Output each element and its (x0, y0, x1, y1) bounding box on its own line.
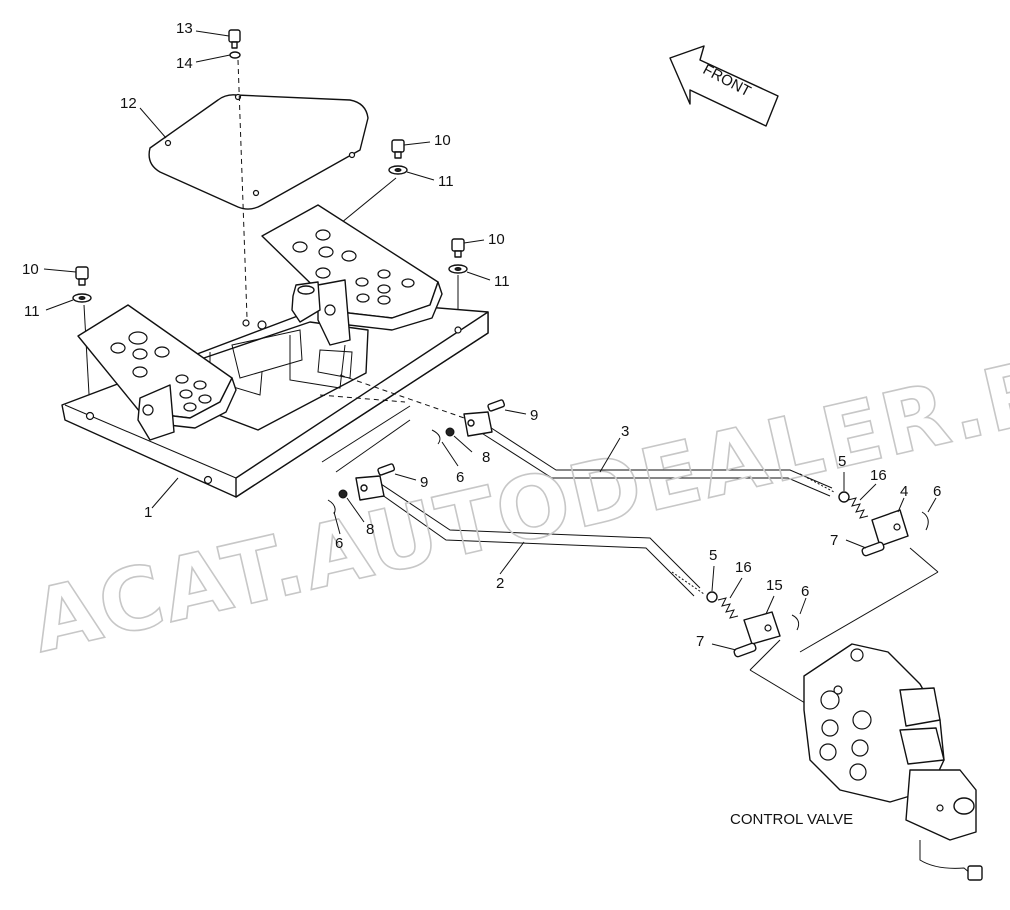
callout-6: 6 (456, 469, 464, 486)
clevis-8-upper (463, 411, 493, 437)
rod-2 (377, 481, 705, 597)
right-pedal (261, 204, 443, 346)
callout-8: 8 (482, 449, 490, 466)
nut-5-upper (838, 491, 850, 503)
callout-9: 9 (530, 407, 538, 424)
callouts: 13 14 12 10 11 10 11 10 11 1 9 9 8 8 6 6… (22, 20, 941, 650)
callout-10: 10 (22, 261, 39, 278)
rod-3 (479, 421, 835, 497)
clevis-15 (743, 611, 781, 645)
callout-6: 6 (933, 483, 941, 500)
control-valve (803, 643, 983, 881)
leader-lines (43, 30, 937, 651)
bolt-10-right (391, 139, 405, 159)
pin-7-upper (861, 541, 885, 557)
callout-2: 2 (496, 575, 504, 592)
cover-plate (148, 93, 369, 210)
callout-7: 7 (830, 532, 838, 549)
clevis-4 (871, 509, 909, 547)
callout-12: 12 (120, 95, 137, 112)
callout-10: 10 (434, 132, 451, 149)
spring-16-upper (847, 497, 869, 519)
callout-13: 13 (176, 20, 193, 37)
pin-7-lower (733, 642, 757, 658)
callout-11: 11 (24, 303, 40, 320)
callout-3: 3 (621, 423, 629, 440)
front-arrow: FRONT (669, 45, 779, 127)
pin-9-upper (487, 399, 506, 412)
nut-5-lower (706, 591, 718, 603)
callout-4: 4 (900, 483, 908, 500)
bolt-10-left (75, 266, 89, 286)
washer-14 (229, 51, 241, 59)
cotter-6-right (921, 511, 929, 531)
callout-5: 5 (709, 547, 717, 564)
pin-9-lower (377, 463, 396, 476)
left-pedal (77, 304, 237, 441)
callout-8: 8 (366, 521, 374, 538)
callout-9: 9 (420, 474, 428, 491)
callout-16: 16 (870, 467, 887, 484)
bolt-13 (228, 29, 241, 49)
callout-15: 15 (766, 577, 783, 594)
nut-8-lower (338, 489, 348, 499)
callout-6: 6 (335, 535, 343, 552)
control-valve-caption: CONTROL VALVE (730, 811, 853, 828)
callout-6: 6 (801, 583, 809, 600)
callout-1: 1 (144, 504, 152, 521)
callout-10: 10 (488, 231, 505, 248)
clevis-8-lower (355, 475, 385, 501)
callout-7: 7 (696, 633, 704, 650)
callout-5: 5 (838, 453, 846, 470)
callout-16: 16 (735, 559, 752, 576)
callout-11: 11 (494, 273, 510, 290)
cotter-6-upper (431, 429, 441, 445)
callout-11: 11 (438, 173, 454, 190)
bolt-10-center (451, 238, 465, 258)
spring-16-lower (717, 597, 739, 619)
nut-8-upper (445, 427, 455, 437)
callout-14: 14 (176, 55, 193, 72)
cotter-6-lower-right (791, 614, 800, 631)
